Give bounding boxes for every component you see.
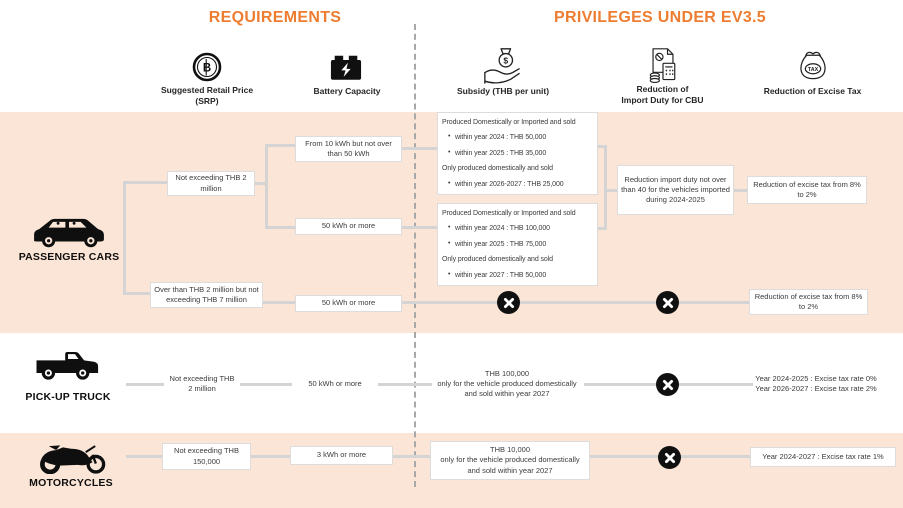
passenger-car-icon xyxy=(29,215,109,254)
cross-icon xyxy=(497,291,520,314)
subsidy-bullet: within year 2024 : THB 100,000 xyxy=(442,223,550,233)
subsidy-heading: Only produced domestically and sold xyxy=(442,165,553,173)
cross-icon xyxy=(656,373,679,396)
pickup-battery-box: 50 kWh or more xyxy=(308,378,362,388)
connector-line xyxy=(265,144,295,147)
connector-line xyxy=(402,226,437,229)
pickup-subsidy-box: THB 100,000 only for the vehicle produce… xyxy=(428,365,586,403)
connector-line xyxy=(265,226,295,229)
subsidy-bullet: within year 2027 : THB 50,000 xyxy=(442,270,546,280)
passenger-subsidy-box-2: Produced Domestically or Imported and so… xyxy=(437,203,598,286)
pickup-srp-box: Not exceeding THB 2 million xyxy=(169,373,235,393)
connector-line xyxy=(251,455,290,458)
passenger-subsidy-box-1: Produced Domestically or Imported and so… xyxy=(437,112,598,195)
pickup-truck-label: PICK-UP TRUCK xyxy=(25,391,111,403)
connector-line xyxy=(597,145,607,148)
passenger-cars-label: PASSENGER CARS xyxy=(18,251,120,263)
connector-line xyxy=(402,147,437,150)
subsidy-line: only for the vehicle produced domestical… xyxy=(440,455,580,465)
motorcycles-label: MOTORCYCLES xyxy=(29,477,113,489)
cross-icon xyxy=(656,291,679,314)
column-label-excise: Reduction of Excise Tax xyxy=(763,86,862,96)
connector-line xyxy=(604,145,607,230)
column-label-srp: Suggested Retail Price (SRP) xyxy=(152,85,262,107)
import-duty-label-line2: Import Duty for CBU xyxy=(621,95,704,106)
motorcycle-battery-box: 3 kWh or more xyxy=(290,446,393,465)
cross-icon xyxy=(658,446,681,469)
excise-line: Year 2024-2025 : Excise tax rate 0% xyxy=(755,373,877,383)
battery-icon xyxy=(330,54,362,86)
column-label-battery: Battery Capacity xyxy=(313,86,381,96)
subsidy-heading: Produced Domestically or Imported and so… xyxy=(442,119,576,126)
connector-line xyxy=(255,182,268,185)
connector-line xyxy=(597,227,607,230)
import-duty-label-line1: Reduction of xyxy=(636,84,689,94)
excise-line: Year 2026-2027 : Excise tax rate 2% xyxy=(755,384,877,393)
pickup-truck-icon xyxy=(33,347,103,390)
tax-glyph: TAX xyxy=(808,67,819,73)
motorcycle-excise-box: Year 2024-2027 : Excise tax rate 1% xyxy=(750,447,896,467)
connector-line xyxy=(378,383,432,386)
subsidy-bullet: within year 2025 : THB 75,000 xyxy=(442,239,546,249)
connector-line xyxy=(393,455,432,458)
subsidy-line: and sold within year 2027 xyxy=(464,389,550,399)
excise-line: Year 2024-2027 : Excise tax rate 1% xyxy=(762,451,884,461)
srp-label-line1: Suggested Retail Price xyxy=(160,85,254,95)
subsidy-bullet: within year 2025 : THB 35,000 xyxy=(442,148,546,158)
passenger-battery-box-1: From 10 kWh but not over than 50 kWh xyxy=(295,136,402,162)
requirements-privileges-divider xyxy=(414,24,416,487)
subsidy-heading: Produced Domestically or Imported and so… xyxy=(442,210,576,217)
subsidy-line: THB 10,000 xyxy=(489,445,531,455)
pickup-excise-box: Year 2024-2025 : Excise tax rate 0% Year… xyxy=(749,370,883,398)
import-duty-doc-icon xyxy=(644,47,682,90)
passenger-excise-box-2: Reduction of excise tax from 8% to 2% xyxy=(749,289,868,315)
subsidy-heading: Only produced domestically and sold xyxy=(442,256,553,264)
subsidy-bullet: within year 2026-2027 : THB 25,000 xyxy=(442,179,564,189)
connector-line xyxy=(604,189,617,192)
connector-line xyxy=(123,181,167,184)
privileges-title: PRIVILEGES UNDER EV3.5 xyxy=(554,9,766,26)
baht-glyph: B xyxy=(203,63,211,75)
passenger-battery-box-2: 50 kWh or more xyxy=(295,218,402,235)
subsidy-hand-icon: $ xyxy=(482,45,522,90)
connector-line xyxy=(265,144,268,229)
subsidy-line: and sold within year 2027 xyxy=(467,465,553,475)
dollar-glyph: $ xyxy=(503,55,508,65)
column-label-subsidy: Subsidy (THB per unit) xyxy=(456,86,550,96)
subsidy-bullet: within year 2024 : THB 50,000 xyxy=(442,132,546,142)
passenger-battery-box-3: 50 kWh or more xyxy=(295,295,402,312)
motorcycle-srp-box: Not exceeding THB 150,000 xyxy=(162,443,251,470)
motorcycle-subsidy-box: THB 10,000 only for the vehicle produced… xyxy=(430,441,590,480)
passenger-srp-box-2: Over than THB 2 million but not exceedin… xyxy=(150,282,263,308)
connector-line xyxy=(123,292,150,295)
connector-line xyxy=(734,189,747,192)
connector-line xyxy=(126,383,164,386)
connector-line xyxy=(402,301,749,304)
passenger-excise-box-1: Reduction of excise tax from 8% to 2% xyxy=(747,176,867,204)
subsidy-line: THB 100,000 xyxy=(484,368,530,378)
passenger-import-duty-box: Reduction import duty not over than 40 f… xyxy=(617,165,734,215)
baht-coin-icon: B xyxy=(192,52,222,87)
column-label-import-duty: Reduction of Import Duty for CBU xyxy=(605,84,720,106)
tax-bag-icon: TAX xyxy=(795,47,831,91)
passenger-srp-box-1: Not exceeding THB 2 million xyxy=(167,171,255,196)
srp-label-line2: (SRP) xyxy=(195,96,219,107)
requirements-title: REQUIREMENTS xyxy=(208,9,342,26)
connector-line xyxy=(263,301,295,304)
motorcycle-icon xyxy=(36,441,110,479)
connector-line xyxy=(240,383,292,386)
connector-line xyxy=(126,455,162,458)
connector-line xyxy=(123,181,126,295)
subsidy-line: only for the vehicle produced domestical… xyxy=(437,378,577,388)
